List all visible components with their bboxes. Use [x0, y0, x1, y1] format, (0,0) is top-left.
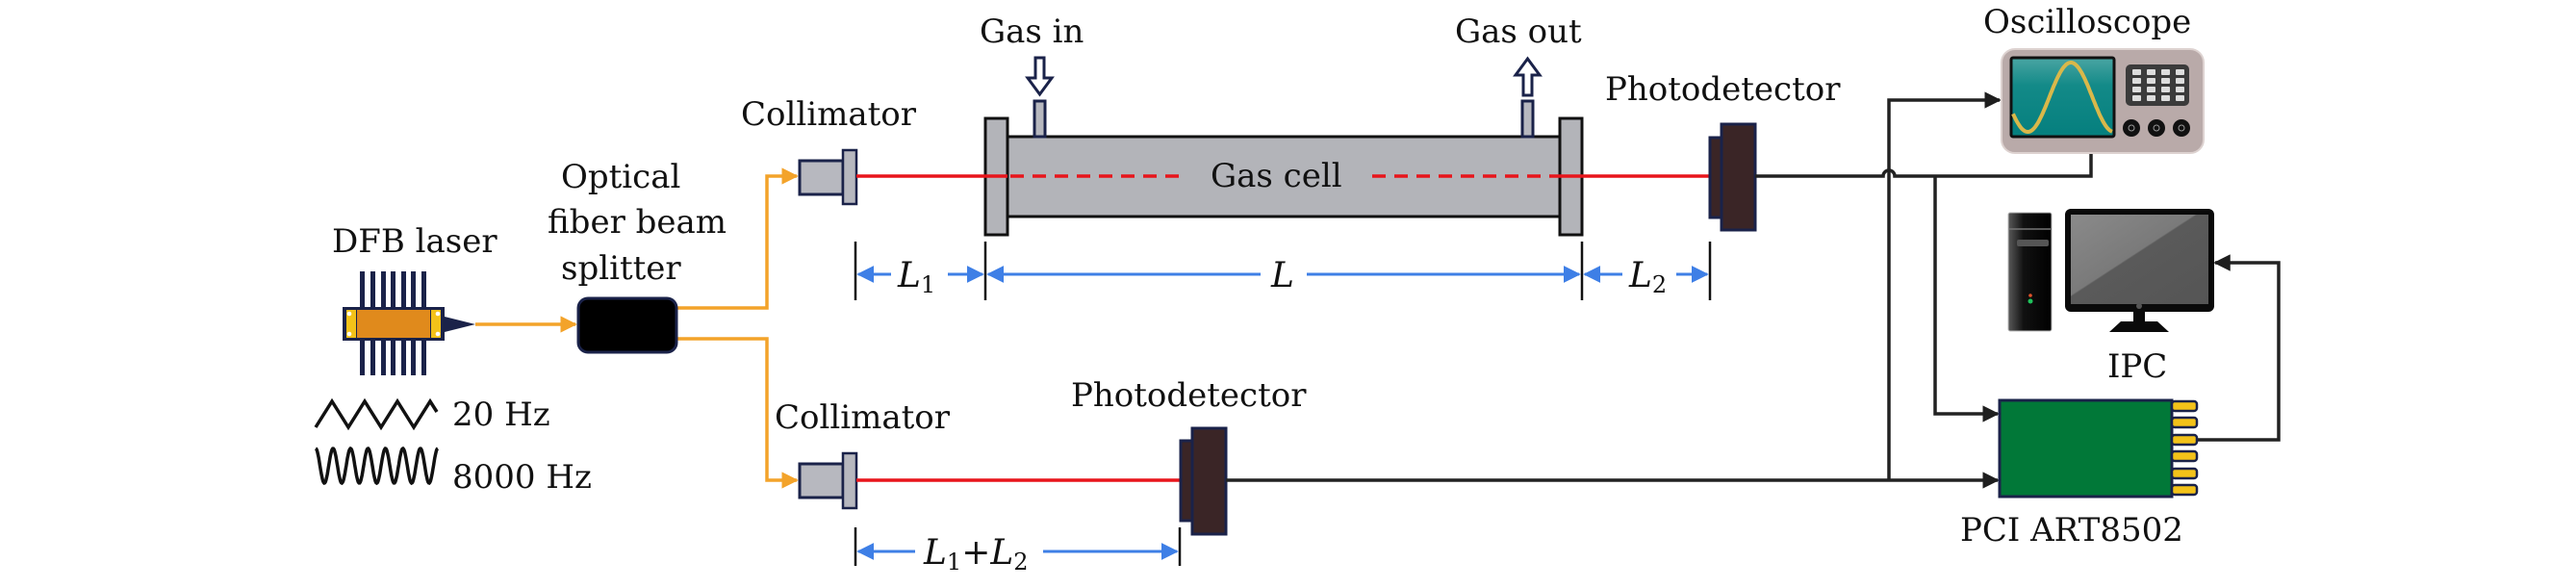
collimator-top — [798, 148, 858, 206]
scope-screen — [2009, 56, 2116, 139]
photodetector-top: Photodetector — [1605, 70, 1841, 232]
daq-board — [1998, 398, 2174, 499]
dim-l1-plus-l2-label: L1+L2 — [923, 533, 1029, 575]
scope-key — [2176, 87, 2184, 92]
scope-key — [2147, 78, 2155, 84]
scope-keypad — [2126, 64, 2189, 106]
oscilloscope: Oscilloscope — [1983, 3, 2205, 154]
wire-daq-to-ipc — [2197, 254, 2281, 442]
splitter-label-line2: fiber beam — [548, 203, 727, 242]
dfb-laser: DFB laser — [332, 222, 497, 375]
collimator-bottom — [798, 451, 858, 510]
collimator-top-label: Collimator — [741, 95, 917, 134]
high-frequency-label: 8000 Hz — [452, 458, 592, 497]
wire-pd-bottom-to-scope — [1887, 91, 2002, 480]
triangle-wave-icon — [314, 397, 439, 431]
scope-key — [2161, 69, 2170, 75]
sine-wave-icon — [315, 446, 439, 486]
gas-in-label: Gas in — [980, 13, 1084, 51]
wire-pd-top-to-daq — [1933, 176, 2000, 422]
measurement-path: Collimator Gas in Gas out Gas cell — [741, 13, 1841, 300]
scope-key — [2132, 95, 2141, 101]
scope-trace-icon — [2011, 61, 2113, 135]
daq-pin — [2170, 433, 2199, 447]
pc-tower-icon — [2007, 212, 2053, 332]
dfb-laser-label: DFB laser — [332, 222, 497, 261]
fiber-splitter-to-collimator-bottom — [676, 337, 799, 489]
splitter-label-line3: splitter — [561, 249, 681, 288]
daq-pin — [2170, 467, 2199, 480]
photodetector-top-label: Photodetector — [1605, 70, 1841, 109]
signal-wires — [1226, 91, 2281, 489]
oscilloscope-label: Oscilloscope — [1983, 3, 2191, 41]
daq-pin — [2170, 399, 2199, 413]
optical-fibers — [475, 167, 799, 489]
scope-key — [2161, 95, 2170, 101]
scope-knob-3 — [2173, 119, 2190, 137]
splitter-label-line1: Optical — [561, 158, 680, 196]
laser-body — [357, 310, 430, 338]
fiber-splitter-to-collimator-top — [676, 167, 799, 310]
photodetector-bottom: Photodetector — [1071, 376, 1307, 536]
scope-key — [2132, 87, 2141, 92]
daq-edge-pins — [2170, 399, 2199, 497]
splitter-box — [576, 296, 678, 354]
scope-key — [2147, 69, 2155, 75]
gas-out-label: Gas out — [1455, 13, 1582, 51]
dimension-lines-bottom: L1+L2 — [854, 527, 1182, 575]
scope-key — [2147, 87, 2155, 92]
daq-card: PCI ART8502 — [1960, 398, 2199, 550]
gas-outlet-port — [1520, 99, 1535, 139]
daq-pin — [2170, 483, 2199, 497]
scope-key — [2132, 69, 2141, 75]
dim-l-label: L — [1270, 256, 1294, 295]
laser-fiber-taper — [445, 317, 475, 332]
daq-label: PCI ART8502 — [1960, 511, 2183, 550]
dim-l1-label: L1 — [897, 256, 935, 298]
dim-l2-label: L2 — [1628, 256, 1667, 298]
scope-key — [2161, 78, 2170, 84]
dimension-lines-top: L1 L L2 — [854, 242, 1712, 300]
daq-pin — [2170, 416, 2199, 429]
fiber-beam-splitter: Optical fiber beam splitter — [548, 158, 727, 354]
scope-keys — [2132, 69, 2184, 101]
modulation-legend: 20 Hz 8000 Hz — [314, 396, 592, 497]
reference-path: Collimator Photodetector L1+L2 — [775, 376, 1307, 575]
gas-in-arrow-icon — [1025, 56, 1055, 97]
photodetector-bottom-label: Photodetector — [1071, 376, 1307, 415]
gas-out-arrow-icon — [1513, 56, 1543, 97]
ipc-computer: IPC — [2007, 209, 2214, 386]
scope-key — [2147, 95, 2155, 101]
gas-inlet-port — [1033, 99, 1047, 139]
monitor-icon — [2065, 209, 2214, 332]
gas-cell: Gas in Gas out Gas cell — [980, 13, 1584, 237]
daq-pin — [2170, 449, 2199, 463]
collimator-bottom-label: Collimator — [775, 398, 951, 437]
ipc-label: IPC — [2107, 347, 2167, 386]
scope-key — [2176, 95, 2184, 101]
scope-key — [2132, 78, 2141, 84]
gas-cell-label: Gas cell — [1211, 157, 1342, 195]
scope-key — [2161, 87, 2170, 92]
scope-key — [2176, 78, 2184, 84]
scope-knob-1 — [2123, 119, 2140, 137]
scope-key — [2176, 69, 2184, 75]
scope-knob-2 — [2148, 119, 2165, 137]
low-frequency-label: 20 Hz — [452, 396, 550, 434]
